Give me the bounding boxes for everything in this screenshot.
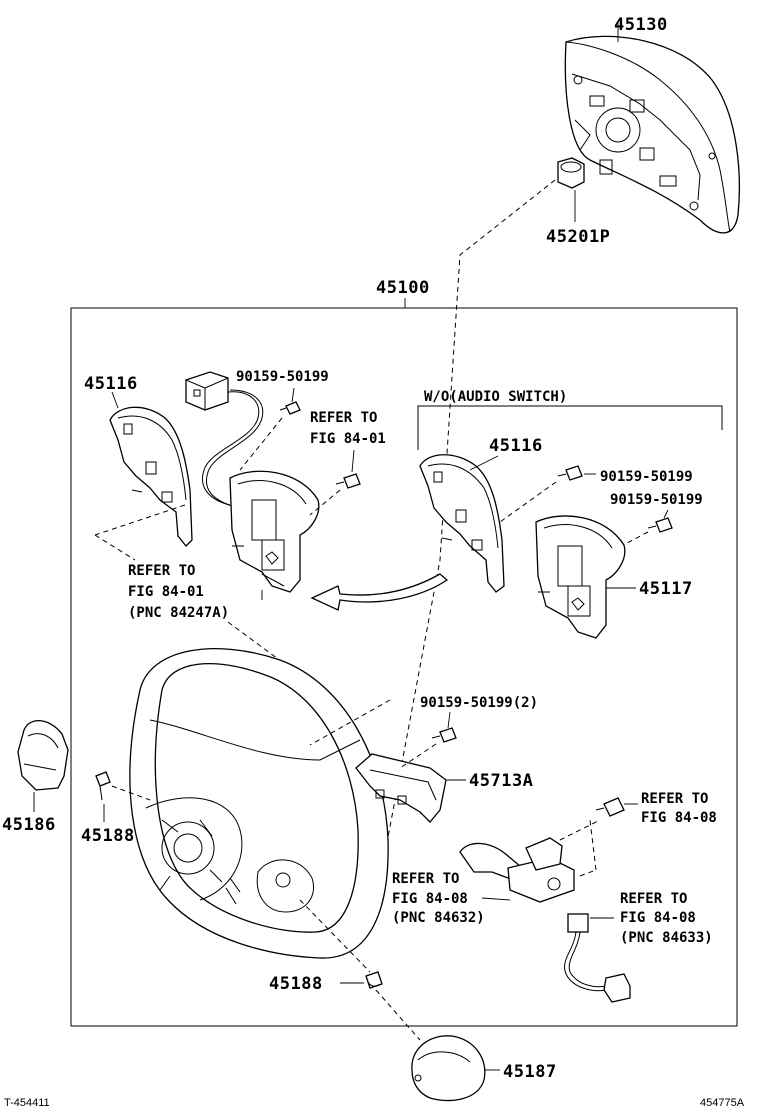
label-90159-top: 90159-50199 [236, 369, 329, 385]
screw-90159-right2 [647, 517, 673, 533]
label-45117: 45117 [639, 579, 693, 599]
label-45116-right: 45116 [489, 436, 543, 456]
switch-cover-45116-left [109, 406, 193, 547]
label-refer-r2-fig: FIG 84-08 [620, 910, 696, 926]
screw-90159-mid [431, 727, 457, 743]
label-90159-right1: 90159-50199 [600, 469, 693, 485]
connector-plug [185, 371, 229, 411]
steering-switch-45117 [535, 515, 626, 639]
steering-switch-left [229, 470, 320, 593]
screw-90159-top [279, 401, 301, 415]
assembly-frame [70, 307, 738, 1027]
label-refer-r1-fig: FIG 84-08 [641, 810, 717, 826]
swap-arrow [310, 573, 449, 611]
footer-right-code: 454775A [700, 1097, 745, 1109]
label-refer-mid-fig: FIG 84-08 [392, 891, 468, 907]
label-45130: 45130 [614, 15, 668, 35]
screw-refer-84-01 [335, 473, 361, 489]
label-90159-right2: 90159-50199 [610, 492, 703, 508]
label-refer-left-fig: FIG 84-01 [128, 584, 204, 600]
label-refer-top-fig: FIG 84-01 [310, 431, 386, 447]
label-refer-mid-pnc: (PNC 84632) [392, 910, 485, 926]
label-45188-left: 45188 [81, 826, 135, 846]
airbag-module-45130 [564, 35, 740, 234]
footer-left-code: T-454411 [4, 1097, 50, 1109]
label-45116-left: 45116 [84, 374, 138, 394]
label-45186: 45186 [2, 815, 56, 835]
paddle-switch-84632 [459, 837, 575, 903]
lower-cap-45187 [411, 1035, 486, 1102]
wire-harness-84633 [564, 913, 631, 1003]
side-cover-45186 [17, 720, 69, 791]
label-45187: 45187 [503, 1062, 557, 1082]
screw-refer-84-08 [595, 797, 625, 817]
label-refer-r1: REFER TO [641, 791, 708, 807]
screw-90159-right1 [557, 465, 583, 481]
bolt-45188-left [95, 771, 111, 801]
label-45100: 45100 [376, 278, 430, 298]
label-45713a: 45713A [469, 771, 533, 791]
label-45188-bottom: 45188 [269, 974, 323, 994]
switch-cover-45116-right [419, 454, 505, 593]
label-wo-audio-switch: W/O(AUDIO SWITCH) [424, 389, 567, 405]
label-45201p: 45201P [546, 227, 610, 247]
label-refer-r2-pnc: (PNC 84633) [620, 930, 713, 946]
steering-wheel-45100 [129, 648, 389, 959]
nut-45201p [557, 157, 585, 189]
bolt-45188-bottom [365, 971, 383, 989]
label-refer-top: REFER TO [310, 410, 377, 426]
lower-cover-45713a [355, 753, 447, 823]
label-refer-left: REFER TO [128, 563, 195, 579]
audio-switch-bracket [417, 405, 723, 450]
label-refer-mid: REFER TO [392, 871, 459, 887]
label-refer-left-pnc: (PNC 84247A) [128, 605, 229, 621]
label-refer-r2: REFER TO [620, 891, 687, 907]
label-90159-mid: 90159-50199(2) [420, 695, 538, 711]
